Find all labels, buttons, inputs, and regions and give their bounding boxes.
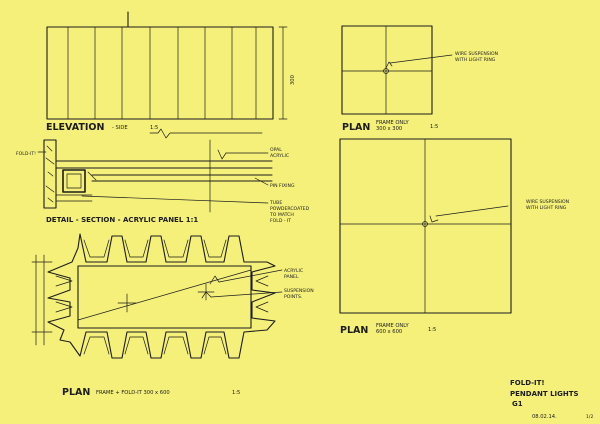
detail-tube-label: TUBE POWDERCOATED TO MATCH FOLD - IT: [269, 200, 311, 224]
plan-fold-title: PLAN: [62, 387, 90, 398]
plan-large-title: PLAN: [340, 325, 368, 336]
plan-small-subtitle-line2: 300 x 300: [376, 126, 402, 132]
detail-tube-line3: TO MATCH: [269, 212, 294, 218]
title-block-line3: G1: [512, 400, 523, 408]
detail-tube-line1: TUBE: [269, 200, 282, 206]
plan-fold-scale: 1:5: [232, 390, 240, 396]
plan-large-note: WIRE SUSPENSION WITH LIGHT RING: [526, 199, 571, 211]
title-block-line1: FOLD-IT!: [510, 379, 545, 387]
plan-fold-acrylic-label: ACRYLIC PANEL: [284, 268, 305, 280]
plan-fold-subtitle: FRAME + FOLD-IT 300 x 600: [96, 390, 170, 396]
plan-fold-points-label: SUSPENSION POINTS.: [284, 288, 315, 300]
detail-fold-label: FOLD-IT!: [16, 151, 36, 157]
plan-small-note-line1: WIRE SUSPENSION: [455, 51, 498, 57]
plan-large-drawing: [339, 138, 512, 314]
plan-large-subtitle-line1: FRAME ONLY: [376, 323, 409, 329]
plan-small-title: PLAN: [342, 122, 370, 133]
plan-large-note-line2: WITH LIGHT RING: [526, 205, 567, 211]
detail-section-drawing: [37, 139, 273, 213]
plan-large-scale: 1:5: [428, 327, 436, 333]
detail-tube-line4: FOLD - IT: [270, 218, 291, 224]
title-block-date: 08.02.14.: [532, 414, 557, 420]
detail-opal-line1: OPAL: [270, 147, 282, 153]
detail-opal-line2: ACRYLIC: [270, 153, 289, 159]
plan-fold-acrylic-line2: PANEL: [284, 274, 299, 280]
elevation-scale: 1:5: [150, 125, 158, 131]
detail-opal-label: OPAL ACRYLIC: [270, 147, 289, 159]
detail-section-title: DETAIL - SECTION - ACRYLIC PANEL 1:1: [46, 216, 198, 224]
plan-large-note-line1: WIRE SUSPENSION: [526, 199, 569, 205]
elevation-drawing: [46, 11, 288, 120]
elevation-title: ELEVATION: [46, 122, 104, 133]
plan-small-drawing: [341, 25, 453, 115]
plan-fold-drawing: [31, 233, 283, 359]
plan-small-scale: 1:5: [430, 124, 438, 130]
plan-small-note: WIRE SUSPENSION WITH LIGHT RING: [455, 51, 500, 63]
plan-fold-points-line1: SUSPENSION: [284, 288, 314, 294]
elevation-dimension: 300: [290, 75, 296, 85]
plan-small-subtitle-line1: FRAME ONLY: [376, 120, 409, 126]
break-line: [149, 128, 263, 139]
title-block-line2: PENDANT LIGHTS: [510, 390, 579, 398]
plan-small-note-line2: WITH LIGHT RING: [455, 57, 496, 63]
plan-fold-points-line2: POINTS.: [284, 294, 302, 300]
plan-small-subtitle: FRAME ONLY 300 x 300: [376, 120, 410, 132]
plan-fold-acrylic-line1: ACRYLIC: [284, 268, 303, 274]
detail-pin-label: PIN FIXING: [270, 183, 295, 189]
detail-tube-line2: POWDERCOATED: [270, 206, 310, 212]
plan-large-subtitle-line2: 600 x 600: [376, 329, 402, 335]
plan-large-subtitle: FRAME ONLY 600 x 600: [376, 323, 410, 335]
elevation-subtitle: - SIDE: [112, 125, 128, 131]
title-block-corner: 1/2: [586, 414, 593, 420]
